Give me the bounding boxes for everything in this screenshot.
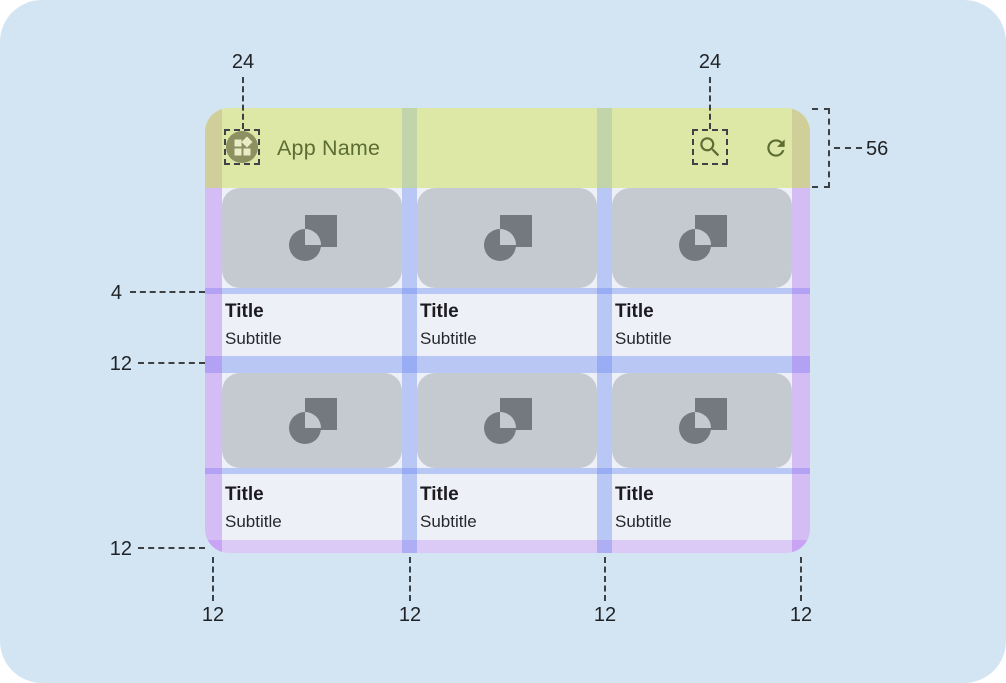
measure-label-column: 12 — [593, 604, 617, 626]
leading-icon-measure-box — [224, 129, 260, 165]
card-image[interactable] — [222, 373, 402, 468]
spacing-band-12 — [205, 356, 810, 373]
measure-label-column: 12 — [201, 604, 225, 626]
right-margin-overlay — [792, 108, 810, 553]
measure-label-trailing-icon: 24 — [698, 51, 722, 73]
card-text[interactable]: Title Subtitle — [417, 294, 597, 356]
measure-line — [409, 557, 411, 601]
app-title: App Name — [277, 135, 381, 160]
card-subtitle: Subtitle — [420, 512, 477, 531]
grid-logo-icon[interactable] — [226, 131, 258, 163]
appbar-height-bracket — [812, 108, 830, 188]
measure-line — [709, 77, 711, 129]
card-title: Title — [420, 301, 459, 322]
measure-label-image-text-gap: 4 — [110, 282, 122, 304]
top-app-bar: App Name — [205, 108, 810, 188]
gutter-appbar-segment — [597, 108, 612, 188]
card-subtitle: Subtitle — [225, 512, 282, 531]
measure-label-column: 12 — [789, 604, 813, 626]
card-title: Title — [615, 301, 654, 322]
margin-appbar-segment — [205, 108, 222, 188]
margin-body-segment — [792, 188, 810, 553]
measure-label-appbar-height: 56 — [866, 138, 889, 160]
measure-line — [212, 557, 214, 601]
margin-body-segment — [205, 188, 222, 553]
bottom-margin-band — [205, 540, 810, 553]
card-title: Title — [615, 484, 654, 505]
card-subtitle: Subtitle — [615, 329, 672, 348]
card-subtitle: Subtitle — [225, 329, 282, 348]
measure-line — [604, 557, 606, 601]
card-subtitle: Subtitle — [615, 512, 672, 531]
gutter-body-segment — [402, 188, 417, 553]
card-text[interactable]: Title Subtitle — [612, 474, 792, 540]
card-text[interactable]: Title Subtitle — [612, 294, 792, 356]
card-title: Title — [420, 484, 459, 505]
gutter-body-segment — [597, 188, 612, 553]
card-image[interactable] — [612, 188, 792, 288]
gutter-appbar-segment — [402, 108, 417, 188]
measure-label-bottom-margin: 12 — [109, 538, 132, 560]
gutter-overlay — [402, 108, 417, 553]
card-image[interactable] — [612, 373, 792, 468]
card-text[interactable]: Title Subtitle — [417, 474, 597, 540]
measure-line — [242, 77, 244, 129]
image-placeholder-icon — [679, 397, 727, 444]
measure-line — [130, 291, 205, 293]
measure-line — [834, 147, 862, 149]
app-mockup: App Name — [205, 108, 810, 553]
search-icon-measure-box — [692, 129, 728, 165]
gutter-overlay — [597, 108, 612, 553]
card-text[interactable]: Title Subtitle — [222, 294, 402, 356]
left-margin-overlay — [205, 108, 222, 553]
card-image[interactable] — [222, 188, 402, 288]
card-subtitle: Subtitle — [420, 329, 477, 348]
measure-line — [138, 362, 205, 364]
card-title: Title — [225, 484, 264, 505]
measure-label-row-gap: 12 — [109, 353, 132, 375]
card-title: Title — [225, 301, 264, 322]
image-placeholder-icon — [289, 397, 337, 444]
image-placeholder-icon — [484, 215, 532, 261]
image-placeholder-icon — [289, 215, 337, 261]
image-placeholder-icon — [484, 397, 532, 444]
card-image[interactable] — [417, 188, 597, 288]
measure-label-column: 12 — [398, 604, 422, 626]
measure-line — [800, 557, 802, 601]
measure-line — [138, 547, 205, 549]
measure-label-leading-icon: 24 — [231, 51, 255, 73]
spacing-band-4 — [205, 468, 810, 474]
margin-appbar-segment — [792, 108, 810, 188]
image-placeholder-icon — [679, 215, 727, 261]
card-text[interactable]: Title Subtitle — [222, 474, 402, 540]
search-icon[interactable] — [697, 134, 723, 160]
spacing-band-4 — [205, 288, 810, 294]
card-image[interactable] — [417, 373, 597, 468]
refresh-icon[interactable] — [763, 135, 789, 161]
